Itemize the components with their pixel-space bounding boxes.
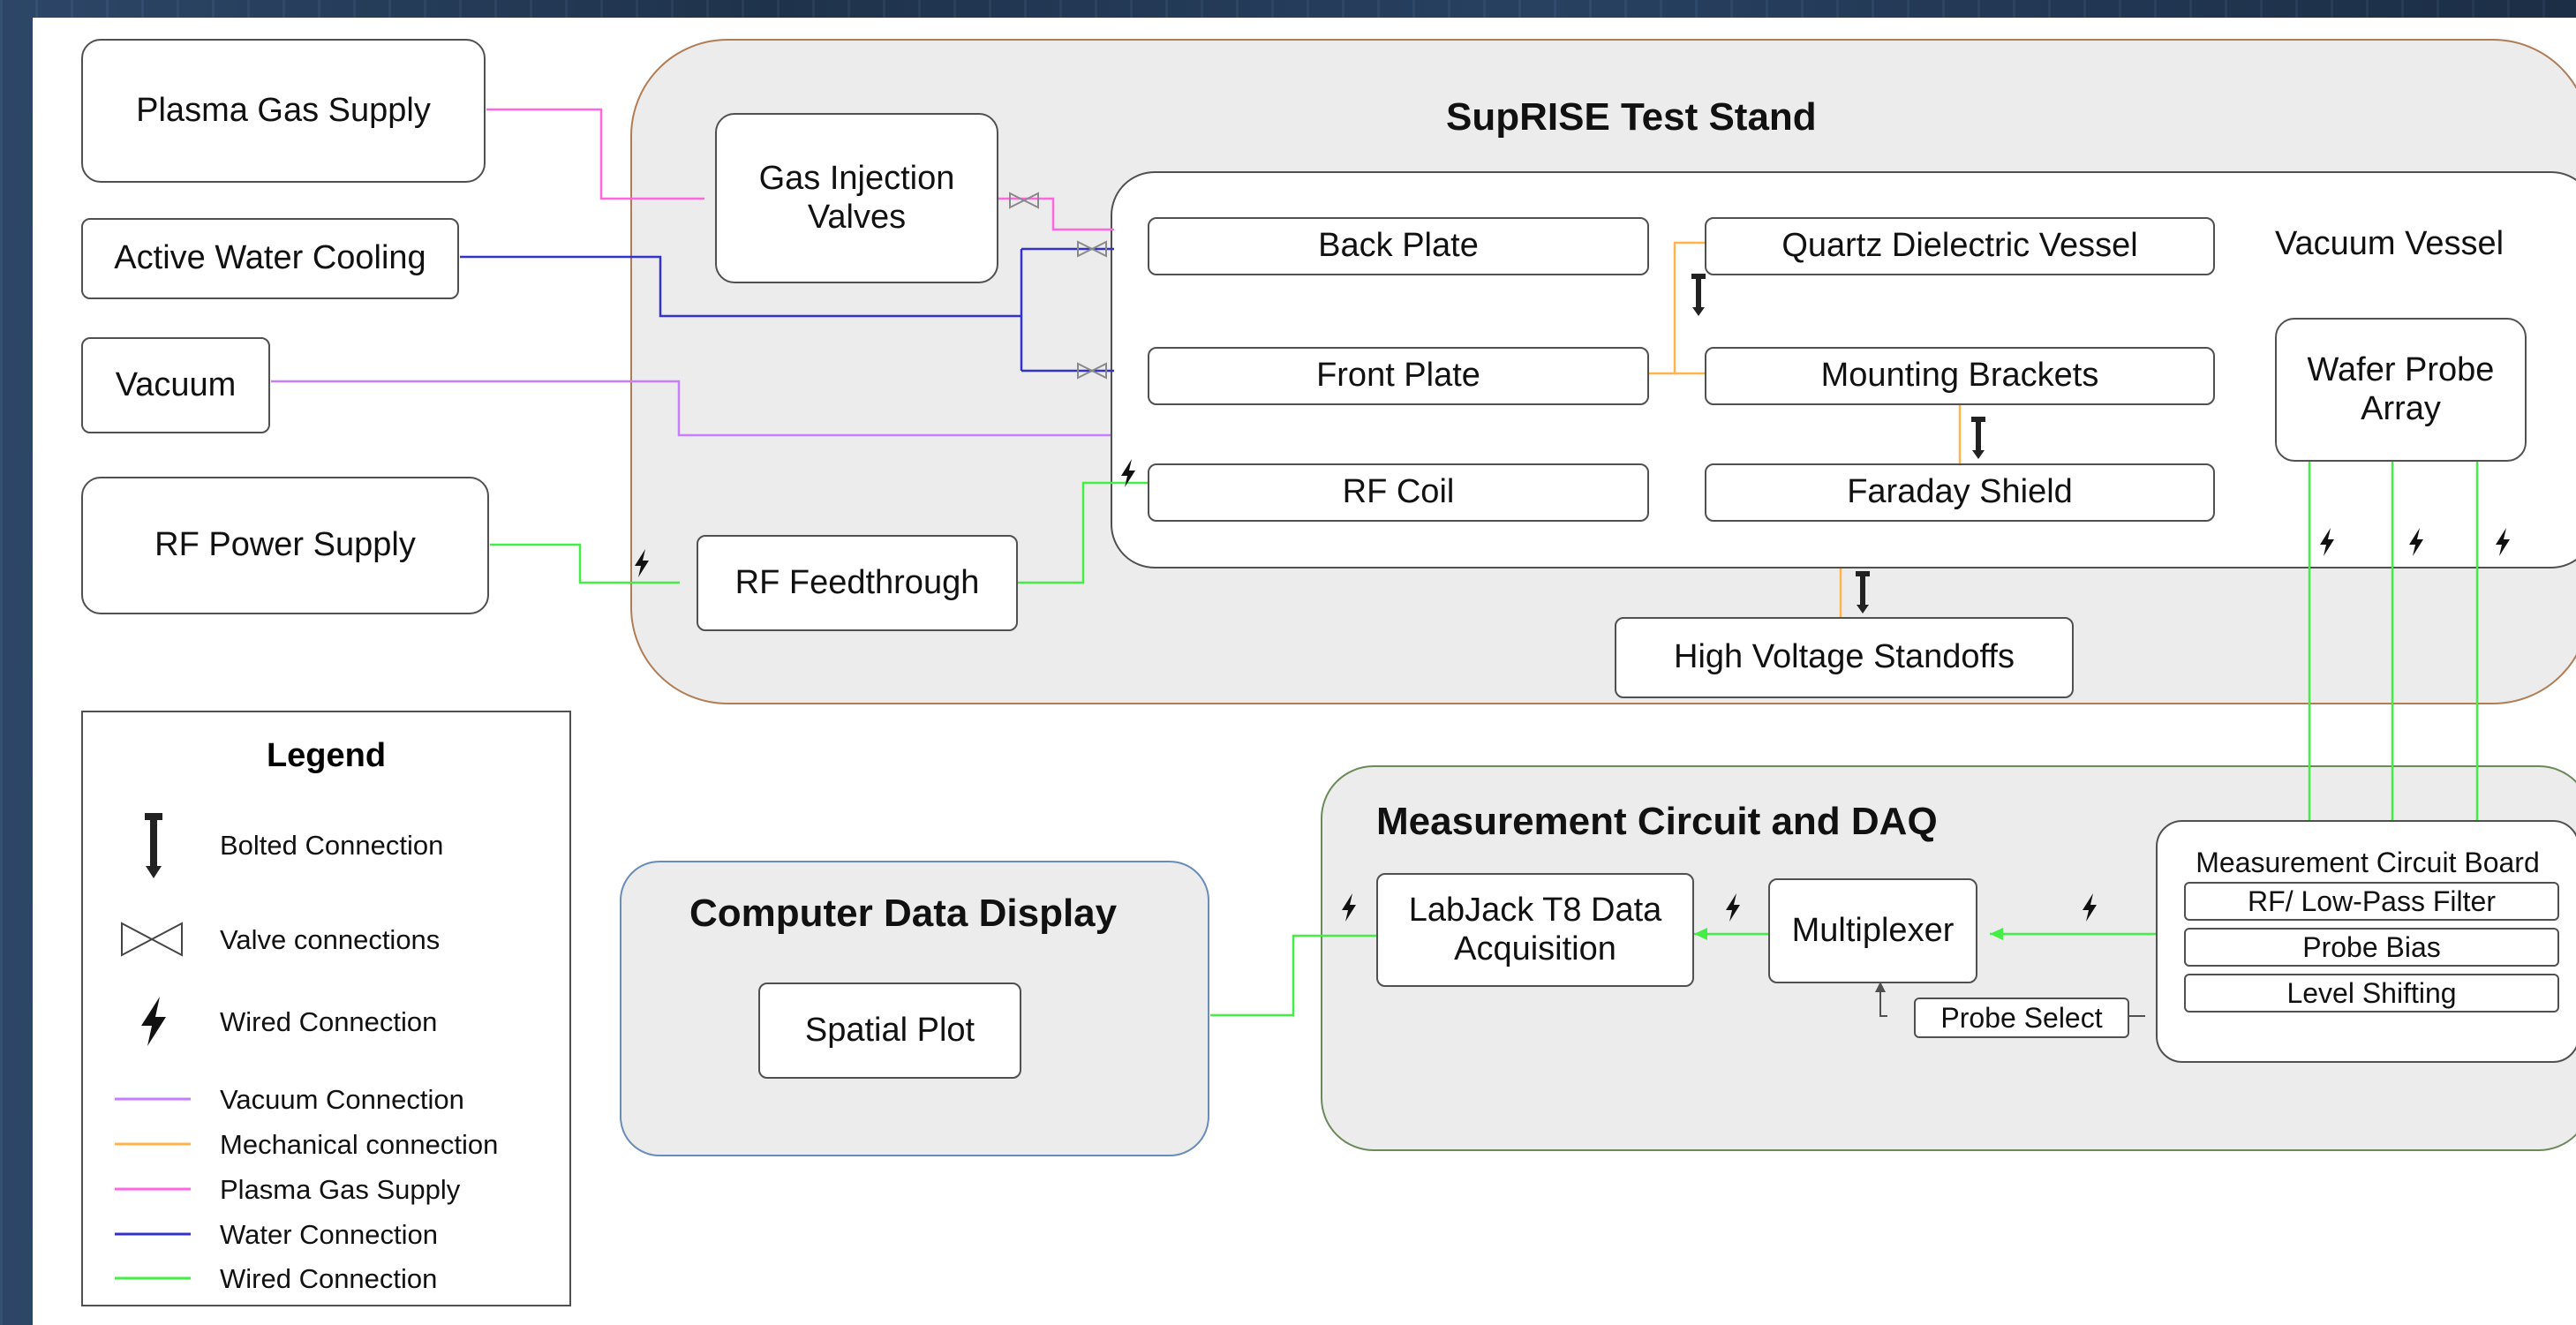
measurement-title: Measurement Circuit and DAQ <box>1376 800 1938 843</box>
arrowhead <box>1990 928 2003 940</box>
computer-title: Computer Data Display <box>689 892 1118 935</box>
legend-title: Legend <box>266 737 387 774</box>
diagram-canvas: SupRISE Test Stand Measurement Circuit a… <box>33 18 2576 1325</box>
legend-item-wired-symbol: Wired Connection <box>220 1006 438 1037</box>
level-shifting-node[interactable]: Level Shifting <box>2184 974 2559 1013</box>
legend-lightning-icon <box>141 997 166 1046</box>
valve-icon <box>1077 362 1107 380</box>
probe-bias-node[interactable]: Probe Bias <box>2184 928 2559 967</box>
bolt-icon <box>1691 274 1706 316</box>
lightning-icon <box>2083 893 2097 922</box>
mounting-brackets-node[interactable]: Mounting Brackets <box>1705 347 2215 405</box>
connections-layer <box>271 108 2510 1017</box>
labjack-node[interactable]: LabJack T8 Data Acquisition <box>1376 873 1694 987</box>
lightning-icon <box>635 549 649 577</box>
legend-item-bolted: Bolted Connection <box>220 830 444 861</box>
measurement-circuit-board[interactable]: Measurement Circuit Board RF/ Low-Pass F… <box>2156 820 2576 1063</box>
active-water-cooling-node[interactable]: Active Water Cooling <box>81 218 459 299</box>
lightning-icon <box>1121 459 1135 487</box>
high-voltage-standoffs-node[interactable]: High Voltage Standoffs <box>1615 617 2074 698</box>
legend-item-wired-line: Wired Connection <box>220 1263 438 1294</box>
faraday-shield-node[interactable]: Faraday Shield <box>1705 463 2215 522</box>
lightning-icon <box>2320 528 2334 556</box>
legend-item-vacuum: Vacuum Connection <box>220 1084 464 1115</box>
spatial-plot-node[interactable]: Spatial Plot <box>758 982 1021 1079</box>
test-stand-title: SupRISE Test Stand <box>1446 95 1817 139</box>
plasma-gas-line <box>486 108 704 200</box>
rf-feedthrough-node[interactable]: RF Feedthrough <box>697 535 1018 631</box>
bolt-icon <box>1971 417 1985 459</box>
measurement-circuit-board-title: Measurement Circuit Board <box>2196 847 2540 878</box>
lightning-icon <box>2409 528 2423 556</box>
mech-line-1 <box>1649 241 1705 375</box>
labjack-to-computer-line <box>1210 934 1387 1017</box>
wafer-probe-array-node[interactable]: Wafer Probe Array <box>2275 318 2527 462</box>
legend-bolt-icon <box>145 813 162 878</box>
legend-item-mechanical: Mechanical connection <box>220 1129 499 1160</box>
valve-icon <box>1077 240 1107 258</box>
rf-feed-line <box>1018 481 1148 584</box>
probe-select-node[interactable]: Probe Select <box>1914 998 2129 1038</box>
quartz-dielectric-vessel-node[interactable]: Quartz Dielectric Vessel <box>1705 217 2215 275</box>
lightning-icon <box>2496 528 2510 556</box>
water-line <box>460 255 1021 318</box>
rf-coil-node[interactable]: RF Coil <box>1148 463 1649 522</box>
rf-power-line <box>490 543 680 584</box>
lightning-icon <box>1342 893 1356 922</box>
multiplexer-node[interactable]: Multiplexer <box>1768 878 1977 983</box>
vacuum-line <box>271 380 1111 437</box>
vacuum-node[interactable]: Vacuum <box>81 337 270 433</box>
legend-item-plasma: Plasma Gas Supply <box>220 1174 461 1205</box>
gas-injection-valves-node[interactable]: Gas Injection Valves <box>715 113 998 283</box>
legend-valve-icon <box>121 922 183 957</box>
legend-symbols <box>115 813 191 1280</box>
bolt-icon <box>1856 571 1870 614</box>
rf-low-pass-filter-node[interactable]: RF/ Low-Pass Filter <box>2184 882 2559 921</box>
legend-item-water: Water Connection <box>220 1219 438 1250</box>
lightning-icon <box>1726 893 1740 922</box>
back-plate-node[interactable]: Back Plate <box>1148 217 1649 275</box>
arrowhead <box>1694 928 1707 940</box>
plasma-gas-line-2 <box>998 197 1114 231</box>
valve-icon <box>1009 192 1039 209</box>
legend-item-valve: Valve connections <box>220 924 441 955</box>
probe-select-line-2 <box>1879 988 1887 1017</box>
rf-power-supply-node[interactable]: RF Power Supply <box>81 477 489 614</box>
legend-box: Legend Bolted Connection Valve connectio… <box>81 711 571 1306</box>
vacuum-vessel-title: Vacuum Vessel <box>2275 225 2504 262</box>
front-plate-node[interactable]: Front Plate <box>1148 347 1649 405</box>
arrowhead <box>1875 982 1886 992</box>
plasma-gas-supply-node[interactable]: Plasma Gas Supply <box>81 39 486 183</box>
